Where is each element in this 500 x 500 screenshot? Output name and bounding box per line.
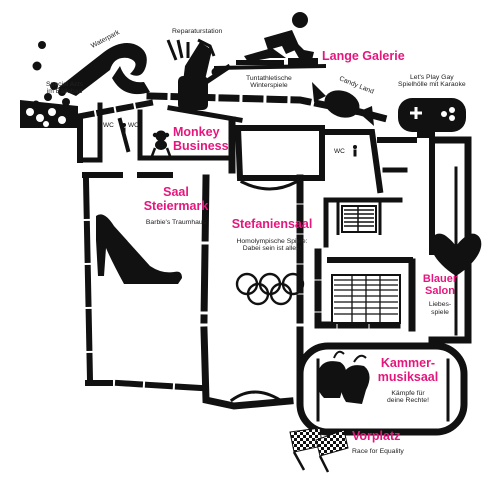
stefaniensaal-sub-line2: Dabei sein ist alles! [242, 245, 302, 253]
high-heel-icon [96, 214, 182, 284]
monkey-business-title: Monkey Business [173, 125, 229, 154]
reparaturstation-label: Reparaturstation [172, 28, 223, 35]
vorplatz-block: Vorplatz Race for Equality [352, 429, 404, 455]
kammermusiksaal-sub-line2: deine Rechte! [387, 396, 429, 404]
lange-galerie-title: Lange Galerie [322, 49, 405, 63]
wave-icon [32, 41, 150, 96]
stefaniensaal-block: Stefaniensaal Homolympische Spiele: Dabe… [222, 217, 322, 253]
blauer-salon-sub-line1: Liebes- [428, 301, 452, 309]
ball-pit-icon [20, 82, 78, 128]
stefaniensaal-title: Stefaniensaal [231, 217, 313, 231]
stefaniensaal-sub-line1: Homolympische Spiele: [236, 237, 308, 245]
blauer-salon-line1: Blauer [422, 273, 458, 285]
staircase-upper [336, 200, 382, 235]
blauer-salon-block: Blauer Salon Liebes- spiele [420, 273, 460, 316]
candy-icon [312, 82, 374, 126]
saal-steiermark-sub: Barbie's Traumhaus [145, 218, 207, 226]
monkey-business-line2: Business [173, 138, 229, 153]
wc-label-right: WC [334, 148, 345, 155]
wc-label-left-2: WC [128, 122, 139, 129]
wintersport-line1: Tuntathletische [246, 75, 292, 82]
kammermusiksaal-sub-line1: Kämpfe für [391, 389, 425, 397]
olympic-rings-icon [235, 272, 305, 306]
ballebad-line2: im Bällebad [46, 88, 83, 96]
tools-icon [166, 38, 232, 110]
boxing-gloves-icon [316, 350, 370, 404]
blauer-salon-sub-line2: spiele [431, 308, 449, 316]
heart-icon [430, 233, 482, 276]
kammermusiksaal-line1: Kammer- [380, 356, 436, 370]
curling-player-icon [214, 12, 326, 70]
blauer-salon-line2: Salon [425, 285, 455, 298]
gamepad-icon [398, 98, 466, 132]
ballebad-label: Special Acts im Bällebad [46, 81, 83, 96]
checkered-flags-icon [289, 427, 349, 473]
letsplay-label: Let's Play Gay Spielhölle mit Karaoke [398, 74, 466, 89]
letsplay-line2: Spielhölle mit Karaoke [398, 81, 466, 89]
letsplay-line1: Let's Play Gay [410, 74, 454, 81]
staircase-lower [331, 274, 401, 324]
wc-person-icon [122, 123, 126, 135]
ballebad-line1: Special Acts [46, 81, 84, 88]
saal-steiermark-line2: Steiermark [143, 198, 209, 213]
vorplatz-sub: Race for Equality [352, 447, 404, 455]
floor-plan [56, 92, 472, 436]
monkey-icon [150, 130, 172, 157]
vorplatz-title: Vorplatz [352, 429, 401, 443]
wintersport-label: Tuntathletische Winterspiele [246, 75, 292, 90]
saal-steiermark-block: Saal Steiermark Barbie's Traumhaus [136, 185, 216, 226]
wc-label-left-1: WC [103, 122, 114, 129]
kammermusiksaal-block: Kammer- musiksaal Kämpfe für deine Recht… [370, 356, 446, 404]
monkey-business-line1: Monkey [173, 125, 220, 139]
kammermusiksaal-line2: musiksaal [377, 369, 439, 384]
saal-steiermark-line1: Saal [163, 185, 189, 199]
wintersport-line2: Winterspiele [250, 82, 288, 90]
wc-person-icon-right [353, 145, 357, 157]
